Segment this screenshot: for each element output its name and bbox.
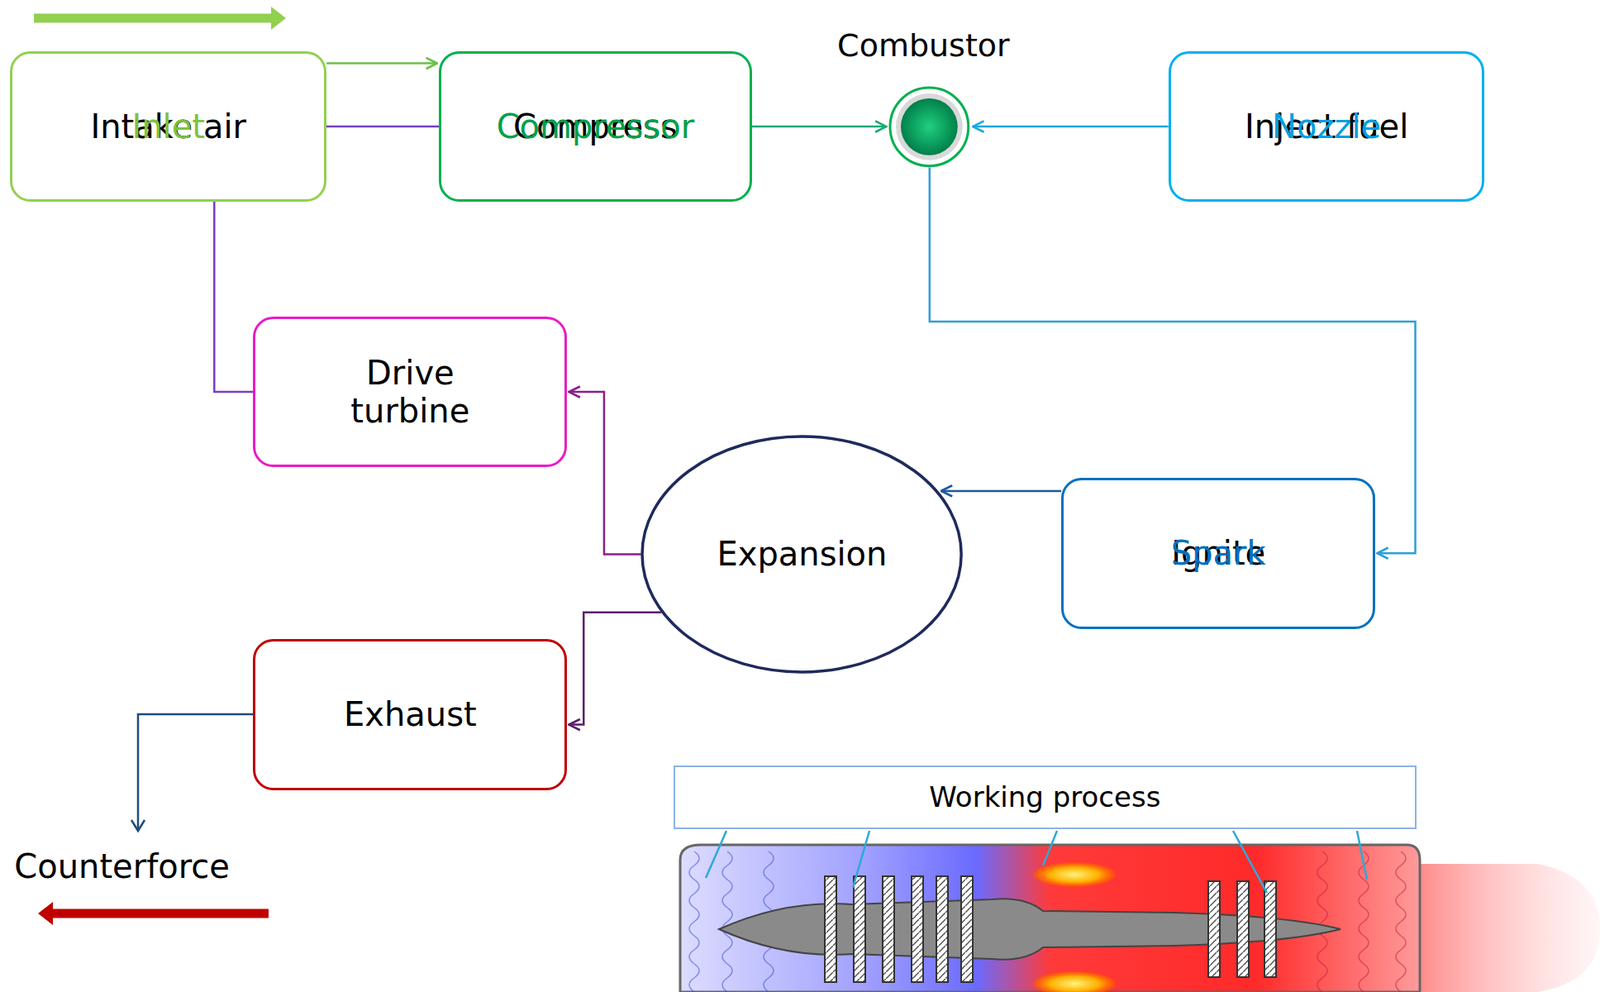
flow-arrow xyxy=(568,391,641,554)
airflow-wave xyxy=(722,963,733,992)
part-name: Spark xyxy=(1171,533,1267,572)
airflow-wave xyxy=(763,879,774,908)
leader-line xyxy=(1042,830,1058,866)
process-box: Intake airInlet xyxy=(9,51,327,203)
airflow-wave xyxy=(1395,851,1406,880)
compressor-blade xyxy=(853,876,866,982)
airflow-wave xyxy=(689,907,700,936)
intake-arrow-head xyxy=(271,6,286,30)
combustor-ring xyxy=(895,93,963,161)
airflow-wave xyxy=(689,879,700,908)
engine-blades xyxy=(824,876,1277,982)
airflow-wave xyxy=(689,851,700,880)
process-box: Exhaust xyxy=(252,638,567,791)
combustor-symbol xyxy=(888,85,971,168)
airflow-wave xyxy=(1395,879,1406,908)
intake-arrow xyxy=(33,14,273,24)
flow-arrow xyxy=(941,490,1062,493)
node-text: Expansion xyxy=(716,534,887,573)
flame xyxy=(1033,971,1116,992)
airflow-wave xyxy=(1358,879,1369,908)
exhaust-leader xyxy=(138,714,253,829)
engine-casing xyxy=(680,844,1420,992)
airflow-wave xyxy=(763,963,774,992)
node-text: Working process xyxy=(928,780,1161,814)
airflow-wave xyxy=(1395,963,1406,992)
airflow-wave xyxy=(689,963,700,992)
process-box: IgniteSpark xyxy=(1061,477,1376,629)
ellipse-outline xyxy=(642,436,962,672)
airflow-wave xyxy=(1317,879,1328,908)
process-box: Inject fuelNozzle xyxy=(1168,51,1486,203)
airflow-wave xyxy=(1317,851,1328,880)
part-name: Combustor xyxy=(837,28,1010,65)
process-box: CompressCompressor xyxy=(438,51,753,203)
exhaust-plume xyxy=(1418,863,1600,992)
turbine-blade xyxy=(1208,880,1220,977)
compressor-blade xyxy=(936,876,948,982)
leader-line xyxy=(1357,830,1367,880)
process-box: Drive turbine xyxy=(252,316,567,468)
turbine-blade xyxy=(1264,880,1277,977)
airflow-wave xyxy=(1395,935,1406,964)
leader-line xyxy=(1233,830,1267,893)
node-text: Drive turbine xyxy=(310,353,510,430)
turbine-blade xyxy=(1237,880,1249,977)
flow-arrow xyxy=(752,125,886,129)
output-label: Counterforce xyxy=(14,847,230,886)
airflow-wave xyxy=(763,851,774,880)
compressor-blade xyxy=(824,876,837,982)
counterforce-arrow-head xyxy=(38,901,53,925)
node-text: Exhaust xyxy=(343,695,477,734)
airflow-wave xyxy=(722,851,733,880)
counterforce-arrow xyxy=(51,909,269,919)
leader-line xyxy=(705,830,727,878)
airflow-wave xyxy=(1358,907,1369,936)
airflow-waves xyxy=(689,851,1406,992)
compressor-blade xyxy=(882,876,895,982)
flow-arrow xyxy=(326,61,438,65)
compressor-blade xyxy=(911,876,924,982)
combustor-ring xyxy=(890,87,969,167)
airflow-wave xyxy=(1317,963,1328,992)
airflow-wave xyxy=(722,879,733,908)
leader-lines xyxy=(705,830,1367,893)
compressor-blade xyxy=(961,876,973,982)
combustor-core xyxy=(900,98,958,156)
part-name: Nozzle xyxy=(1271,107,1381,146)
airflow-wave xyxy=(722,935,733,964)
flame xyxy=(1033,861,1116,887)
flow-arrow xyxy=(568,612,662,725)
airflow-wave xyxy=(1395,907,1406,936)
part-name: Inlet xyxy=(131,107,205,146)
airflow-wave xyxy=(1317,935,1328,964)
airflow-wave xyxy=(1358,963,1369,992)
exhaust-leader-head xyxy=(131,819,145,831)
airflow-wave xyxy=(689,935,700,964)
leader-line xyxy=(852,830,870,888)
callout-box: Working process xyxy=(673,765,1417,829)
airflow-wave xyxy=(1358,935,1369,964)
flow-arrow xyxy=(972,125,1169,129)
process-ellipse: Expansion xyxy=(640,434,963,674)
part-name: Compressor xyxy=(496,107,696,146)
combustor-circle: Combustor xyxy=(888,85,971,168)
